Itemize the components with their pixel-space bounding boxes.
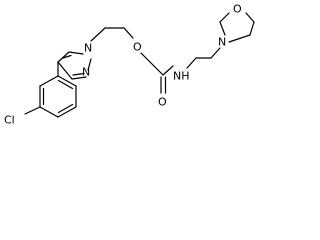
bond	[39, 106, 59, 118]
chemical-structure-diagram: Cl N N O O NH N O	[4, 3, 255, 127]
carbonyl-oxygen-label: O	[158, 96, 167, 109]
bond	[245, 12, 255, 23]
morpholine-n-label: N	[218, 36, 226, 49]
inner-double-bond	[62, 54, 72, 59]
bond-nh-to-ch2	[186, 57, 197, 69]
bond	[57, 51, 70, 63]
bond	[87, 58, 92, 71]
inner-double-bond	[57, 103, 74, 114]
pyrazole-ring	[57, 51, 92, 80]
inner-double-bond	[57, 79, 74, 90]
chlorophenyl-ring	[39, 75, 77, 118]
morpholine-o-label: O	[233, 3, 242, 16]
chlorine-atom-label: Cl	[4, 114, 15, 127]
amide-nh-label: NH	[173, 70, 190, 83]
bond-n-to-ch2	[90, 27, 106, 42]
bond	[219, 12, 230, 23]
bond	[219, 21, 226, 36]
bond	[57, 75, 77, 87]
pyrazole-n1-label: N	[84, 42, 92, 55]
bond	[68, 51, 84, 55]
morpholine-ring	[219, 12, 255, 43]
bond-ether-o-to-ch2	[140, 52, 151, 63]
bond	[71, 76, 87, 80]
bond	[57, 106, 77, 118]
bond-ch2-to-morpholine-n	[210, 47, 221, 59]
bond	[249, 21, 255, 36]
bond-ch2-to-ether-o	[123, 27, 134, 39]
bond-ch2-to-carbonyl	[149, 61, 164, 76]
bond-carbonyl-to-nh	[162, 65, 174, 76]
bond	[39, 75, 59, 87]
bond	[228, 34, 251, 43]
bond	[57, 61, 73, 80]
inner-double-bond	[72, 72, 85, 76]
ether-oxygen-label: O	[133, 41, 142, 54]
bond-ring-to-chlorine	[24, 106, 41, 115]
pyrazole-n2-label: N	[82, 66, 90, 79]
